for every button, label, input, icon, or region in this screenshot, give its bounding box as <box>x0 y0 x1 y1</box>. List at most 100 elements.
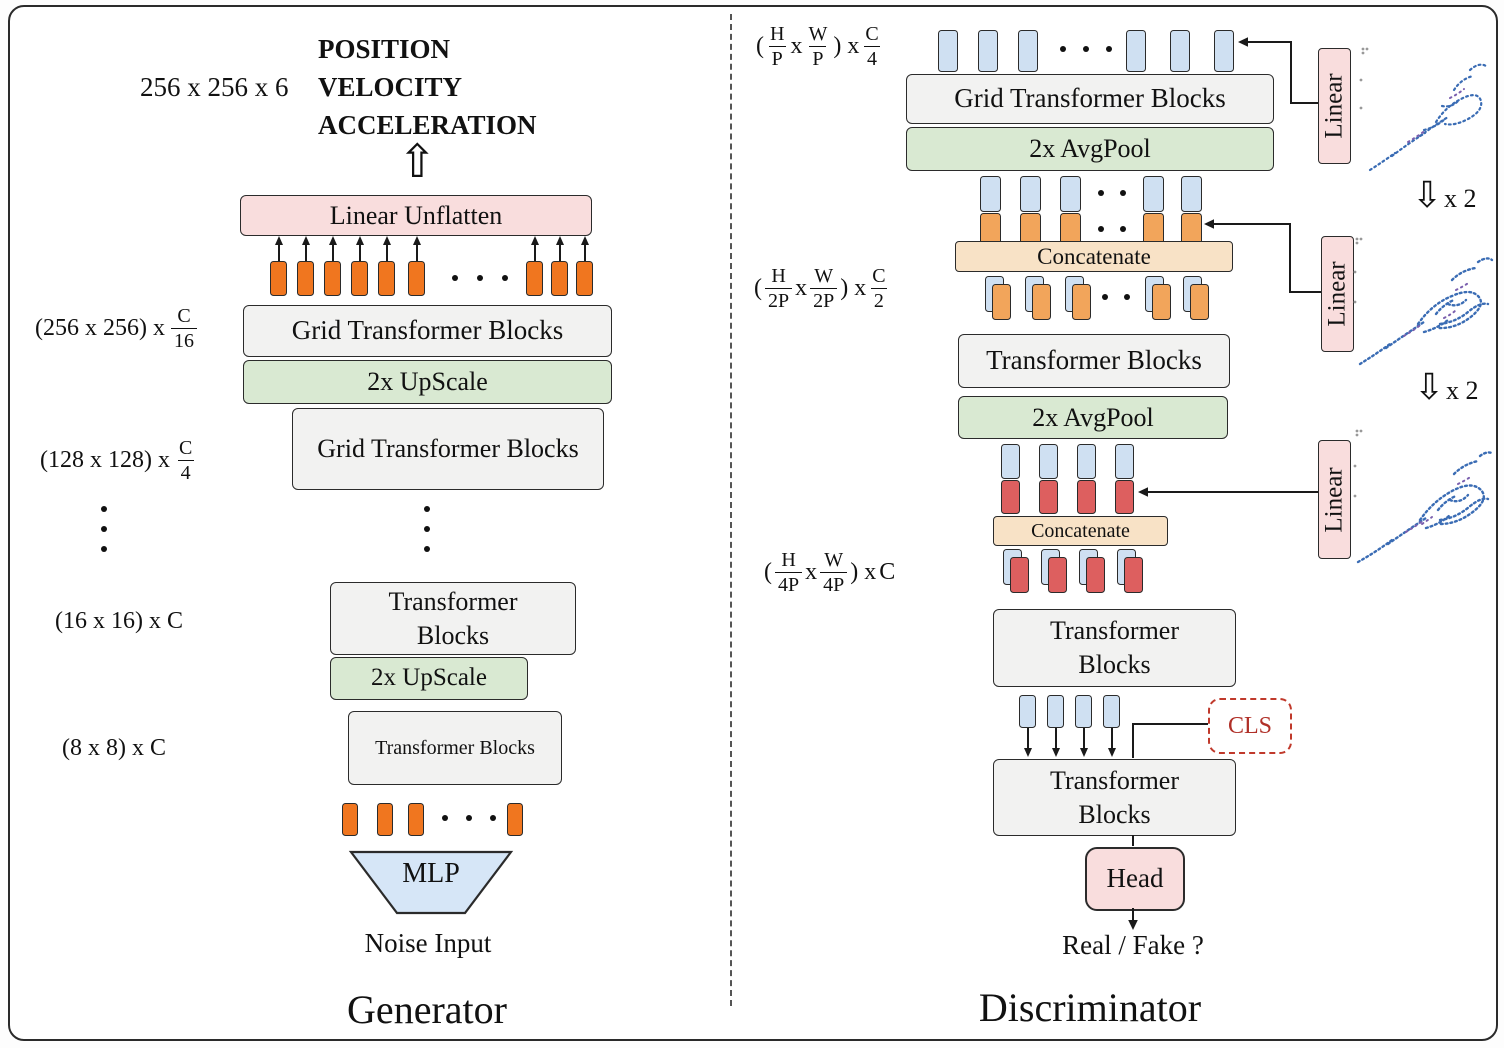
token <box>377 803 393 836</box>
token <box>342 803 358 836</box>
token-pair <box>1065 276 1091 320</box>
ellipsis-dot <box>442 815 448 821</box>
generator-caption: Generator <box>347 987 507 1032</box>
token <box>1126 30 1146 72</box>
ellipsis-dot <box>1060 46 1066 52</box>
vertical-ellipsis-dot <box>424 506 430 512</box>
linear-unflatten-box: Linear Unflatten <box>240 195 592 236</box>
vertical-ellipsis-dot <box>101 526 107 532</box>
token <box>978 30 998 72</box>
disc-transformer-blocks-box-2: Transformer Blocks <box>993 609 1236 687</box>
disc-transformer-blocks-box-1: Transformer Blocks <box>958 334 1230 388</box>
token <box>1060 176 1081 212</box>
token <box>1214 30 1234 72</box>
token-pair <box>1025 276 1051 320</box>
token-arrow-column <box>351 236 368 296</box>
token <box>1039 444 1058 479</box>
token <box>1001 444 1020 479</box>
gen-upscale-box-2: 2x UpScale <box>330 657 528 700</box>
token <box>1143 176 1164 212</box>
token-arrow-column <box>526 236 543 296</box>
vertical-ellipsis-dot <box>424 546 430 552</box>
token <box>1001 480 1020 514</box>
cls-token-box: CLS <box>1208 698 1292 754</box>
token-arrow-column <box>324 236 341 296</box>
disc-avgpool-box-2: 2x AvgPool <box>958 396 1228 439</box>
token <box>507 803 523 836</box>
output-label-velocity: VELOCITY <box>318 72 463 102</box>
token <box>1039 480 1058 514</box>
ellipsis-dot <box>1120 226 1126 232</box>
ellipsis-dot <box>466 815 472 821</box>
token-arrow-column <box>1047 695 1064 757</box>
ellipsis-dot <box>490 815 496 821</box>
x2-label-1: x 2 <box>1444 184 1477 213</box>
token-arrow-column <box>1103 695 1120 757</box>
ellipsis-dot <box>502 275 508 281</box>
figure-border <box>8 5 1498 1041</box>
token <box>1020 176 1041 212</box>
token-pair <box>1117 549 1143 593</box>
disc-avgpool-box-1: 2x AvgPool <box>906 127 1274 171</box>
discriminator-caption: Discriminator <box>978 985 1202 1030</box>
linear-box-2: Linear <box>1321 236 1354 352</box>
token-arrow-column <box>270 236 287 296</box>
disc-concatenate-box-2: Concatenate <box>993 516 1168 546</box>
token-arrow-column <box>1075 695 1092 757</box>
token <box>1077 480 1096 514</box>
token <box>938 30 958 72</box>
ellipsis-dot <box>1106 46 1112 52</box>
disc-grid-transformer-blocks-box: Grid Transformer Blocks <box>906 74 1274 124</box>
hollow-up-arrow-icon: ⇧ <box>398 134 437 188</box>
hollow-down-arrow-icon: ⇩ <box>1414 367 1445 408</box>
vertical-ellipsis-dot <box>101 546 107 552</box>
token-pair <box>1003 549 1029 593</box>
linear-box-1: Linear <box>1318 48 1351 164</box>
token <box>408 803 424 836</box>
token-pair <box>1041 549 1067 593</box>
token-pair <box>1145 276 1171 320</box>
token-pair <box>985 276 1011 320</box>
gen-upscale-box-1: 2x UpScale <box>243 360 612 404</box>
token <box>1018 30 1038 72</box>
mlp-label: MLP <box>402 858 460 889</box>
vertical-ellipsis-dot <box>101 506 107 512</box>
output-label-acceleration: ACCELERATION <box>318 110 537 140</box>
ellipsis-dot <box>1120 190 1126 196</box>
ellipsis-dot <box>477 275 483 281</box>
vertical-ellipsis-dot <box>424 526 430 532</box>
token-arrow-column <box>297 236 314 296</box>
output-label-position: POSITION <box>318 34 451 64</box>
token-pair <box>1079 549 1105 593</box>
head-box: Head <box>1085 847 1185 911</box>
real-fake-label: Real / Fake ? <box>1062 930 1204 960</box>
token <box>1115 444 1134 479</box>
hollow-down-arrow-icon: ⇩ <box>1412 175 1443 216</box>
ellipsis-dot <box>1124 294 1130 300</box>
token <box>1181 176 1202 212</box>
ellipsis-dot <box>452 275 458 281</box>
gen-transformer-blocks-box-2: Transformer Blocks <box>348 711 562 785</box>
ellipsis-dot <box>1098 190 1104 196</box>
dim-label-16: (16 x 16) x C <box>55 608 183 634</box>
dim-label-8: (8 x 8) x C <box>62 735 166 761</box>
x2-label-2: x 2 <box>1446 376 1479 405</box>
token <box>1170 30 1190 72</box>
gen-grid-transformer-blocks-box: Grid Transformer Blocks <box>243 305 612 357</box>
token-arrow-column <box>551 236 568 296</box>
token-arrow-column <box>408 236 425 296</box>
token-pair <box>1183 276 1209 320</box>
token-arrow-column <box>1019 695 1036 757</box>
generator-output-dim: 256 x 256 x 6 <box>140 72 289 102</box>
token <box>980 176 1001 212</box>
linear-box-3: Linear <box>1318 440 1351 559</box>
token <box>1077 444 1096 479</box>
ellipsis-dot <box>1083 46 1089 52</box>
token <box>1115 480 1134 514</box>
